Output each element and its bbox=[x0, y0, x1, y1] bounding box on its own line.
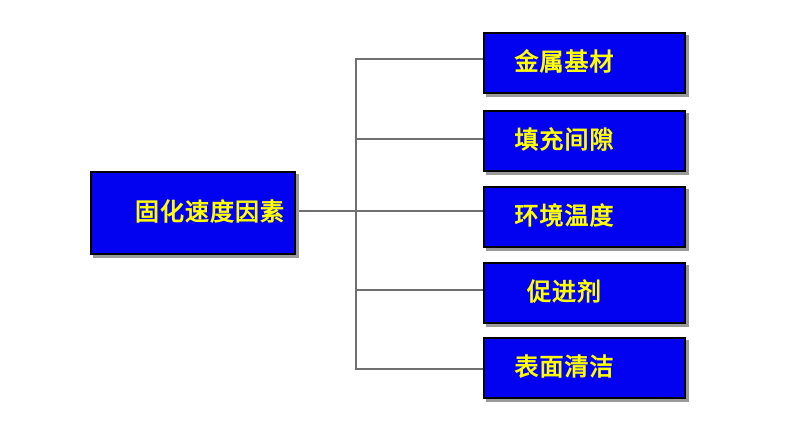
connector-trunk-vertical bbox=[355, 58, 357, 370]
node-child-label: 促进剂 bbox=[527, 279, 602, 306]
connector-branch-2 bbox=[356, 138, 483, 140]
node-child-label: 金属基材 bbox=[514, 49, 615, 76]
connector-branch-5 bbox=[356, 368, 483, 370]
node-child-label: 表面清洁 bbox=[514, 354, 615, 381]
connector-branch-1 bbox=[356, 58, 483, 60]
node-child-metal-substrate: 金属基材 bbox=[483, 32, 686, 94]
connector-branch-4 bbox=[356, 289, 483, 291]
connector-root-line bbox=[296, 210, 483, 212]
node-child-ambient-temperature: 环境温度 bbox=[483, 186, 686, 248]
node-child-fill-gap: 填充间隙 bbox=[483, 110, 686, 172]
node-child-label: 环境温度 bbox=[514, 203, 615, 230]
node-root-curing-speed-factors: 固化速度因素 bbox=[90, 171, 296, 255]
node-child-surface-cleanliness: 表面清洁 bbox=[483, 337, 686, 399]
node-child-accelerator: 促进剂 bbox=[483, 262, 686, 324]
node-child-label: 填充间隙 bbox=[514, 127, 615, 154]
node-root-label: 固化速度因素 bbox=[135, 199, 285, 226]
